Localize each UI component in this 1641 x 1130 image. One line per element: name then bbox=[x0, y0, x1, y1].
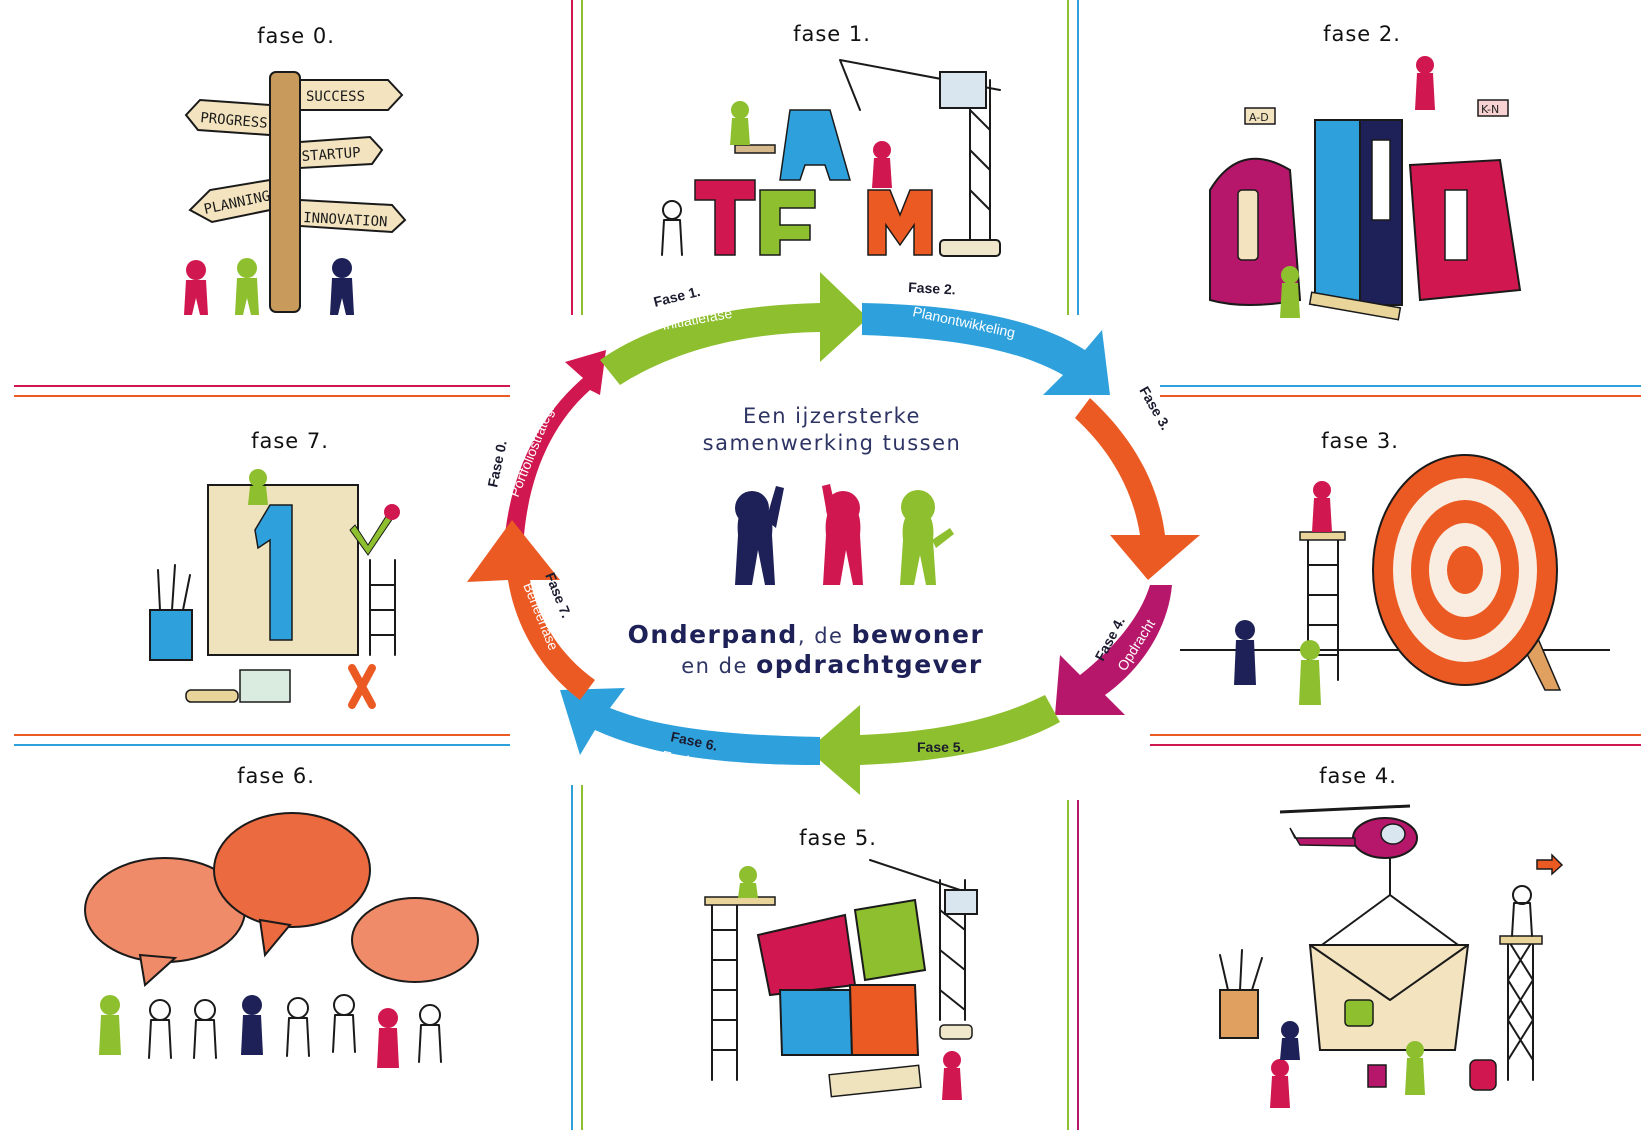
cycle-arrow-fase-4 bbox=[1055, 585, 1172, 715]
red-figure bbox=[822, 484, 863, 585]
target-illustration bbox=[1180, 454, 1610, 705]
calendar-illustration bbox=[149, 469, 400, 709]
sign-innovation: INNOVATION bbox=[303, 210, 388, 230]
phase-title-7: fase 7. bbox=[251, 429, 329, 453]
cycle-arrow-fase-0 bbox=[505, 350, 606, 535]
phase-title-3: fase 3. bbox=[1321, 429, 1399, 453]
cycle-label-fase-2: Fase 2. bbox=[908, 279, 956, 297]
cycle-arrow-fase-5 bbox=[808, 695, 1060, 795]
center-line-2: samenwerking tussen bbox=[703, 431, 962, 455]
phase-title-6: fase 6. bbox=[237, 764, 315, 788]
center-line-4: en de opdrachtgever bbox=[681, 650, 983, 679]
sign-success: SUCCESS bbox=[306, 89, 365, 105]
phase-titles: fase 0. fase 1. fase 2. fase 7. fase 3. … bbox=[237, 22, 1401, 850]
phase-title-2: fase 2. bbox=[1323, 22, 1401, 46]
speech-bubbles-illustration bbox=[84, 812, 479, 1068]
cycle-label-fase-0: Fase 0. bbox=[484, 439, 510, 489]
phase-title-4: fase 4. bbox=[1319, 764, 1397, 788]
center-line-1: Een ijzersterke bbox=[743, 404, 921, 428]
panel-dividers bbox=[14, 0, 1641, 1130]
helicopter-envelope-illustration bbox=[1219, 804, 1564, 1108]
navy-figure bbox=[735, 486, 784, 585]
cycle-arrow-fase-3 bbox=[1075, 398, 1200, 580]
sign-progress: PROGRESS bbox=[200, 110, 269, 132]
signpost-illustration: SUCCESS PROGRESS STARTUP PLANNING INNOVA… bbox=[184, 71, 407, 315]
puzzle-crane-illustration bbox=[704, 859, 978, 1100]
binder-tag-ad: A-D bbox=[1249, 111, 1269, 124]
green-figure bbox=[900, 490, 954, 585]
phase-title-0: fase 0. bbox=[257, 24, 335, 48]
binders-illustration: A-D K-N bbox=[1209, 56, 1522, 321]
binder-tag-kn: K-N bbox=[1481, 103, 1499, 116]
cycle-arrow-fase-2 bbox=[862, 303, 1110, 395]
team-crane-illustration bbox=[661, 59, 1001, 257]
cycle-ring bbox=[467, 272, 1200, 795]
sign-startup: STARTUP bbox=[301, 145, 361, 165]
cycle-arrow-fase-7 bbox=[467, 520, 595, 700]
phase-title-1: fase 1. bbox=[793, 22, 871, 46]
center-line-3: Onderpand, de bewoner bbox=[628, 620, 985, 649]
cycle-label-fase-1: Fase 1. bbox=[652, 283, 702, 310]
cycle-label-fase-5: Fase 5. bbox=[917, 739, 964, 755]
center-panel: Een ijzersterke samenwerking tussen Onde… bbox=[628, 404, 985, 679]
phase-title-5: fase 5. bbox=[799, 826, 877, 850]
cycle-arrow-fase-6 bbox=[560, 688, 820, 765]
cycle-arrow-fase-1 bbox=[600, 272, 868, 385]
